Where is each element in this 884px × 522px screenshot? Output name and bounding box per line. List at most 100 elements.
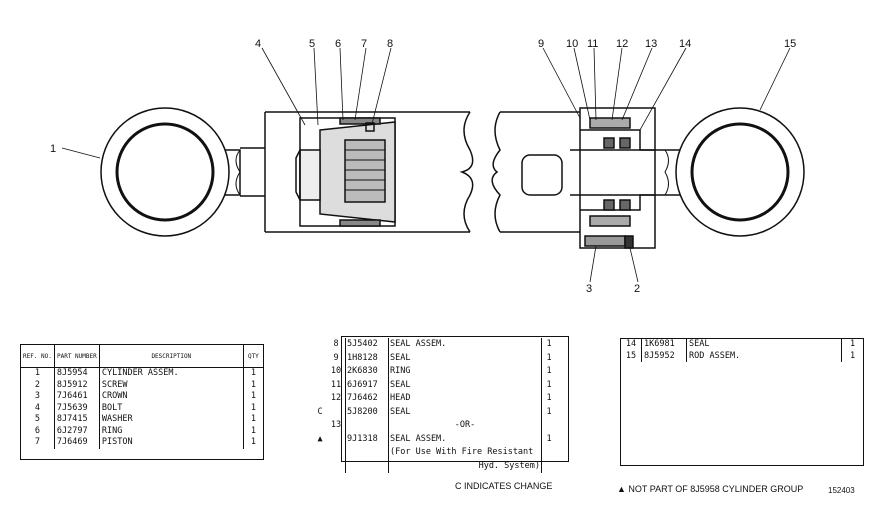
part-number: 7J6462 xyxy=(345,392,389,406)
qty xyxy=(541,419,556,433)
callout-2: 2 xyxy=(634,283,640,295)
description: RING xyxy=(98,425,244,437)
change-mark xyxy=(313,352,327,366)
qty xyxy=(541,459,556,473)
description: HEAD xyxy=(388,392,542,406)
part-number: 6J2797 xyxy=(53,425,100,437)
callout-4: 4 xyxy=(255,38,261,50)
table-row: Hyd. System) xyxy=(313,459,556,474)
change-mark xyxy=(313,392,327,406)
cylinder-exploded-diagram: 1 4 5 6 7 8 9 10 11 12 13 14 15 3 2 xyxy=(50,38,805,295)
col-desc-header: DESCRIPTION xyxy=(98,345,244,368)
ref-no: 11 xyxy=(330,379,342,390)
change-note: C INDICATES CHANGE xyxy=(455,481,553,491)
change-mark xyxy=(313,365,327,379)
description: SEAL xyxy=(686,339,842,351)
ref-no: 12 xyxy=(330,393,342,403)
part-number: 8J5954 xyxy=(53,367,100,380)
part-number: 5J5402 xyxy=(345,338,389,352)
description: CYLINDER ASSEM. xyxy=(98,367,244,380)
figure-number: 152403 xyxy=(828,486,855,495)
col-part-header: PART NUMBER xyxy=(53,345,100,368)
description: (For Use With Fire Resistant xyxy=(388,446,542,460)
part-number: 8J5912 xyxy=(53,379,100,391)
callout-6: 6 xyxy=(335,38,341,50)
change-mark xyxy=(313,419,327,433)
ref-no: 7 xyxy=(34,437,41,447)
qty: 1 xyxy=(242,425,263,437)
part-number: 7J6461 xyxy=(53,391,100,403)
change-mark xyxy=(313,460,327,474)
ref-no: 4 xyxy=(34,402,41,413)
ref-no: 5 xyxy=(34,414,41,424)
ref-no: 3 xyxy=(34,391,41,401)
part-number: 6J6917 xyxy=(345,378,389,392)
description: SEAL xyxy=(388,351,542,365)
callout-12: 12 xyxy=(616,38,628,50)
part-number: 5J8200 xyxy=(345,405,389,419)
part-number: 8J5952 xyxy=(641,350,687,362)
description: Hyd. System) xyxy=(388,459,542,473)
ref-no xyxy=(327,433,346,447)
table-row: (For Use With Fire Resistant xyxy=(313,446,556,460)
qty: 1 xyxy=(541,365,556,379)
table-row: 13 -OR- xyxy=(313,419,556,433)
change-mark xyxy=(313,379,327,393)
piston-rod xyxy=(570,149,680,196)
description: -OR- xyxy=(388,419,542,433)
description: CROWN xyxy=(98,391,244,403)
callout-15: 15 xyxy=(784,38,796,50)
ref-no: 14 xyxy=(625,339,637,349)
change-mark xyxy=(313,338,327,352)
description: RING xyxy=(388,365,542,379)
part-number xyxy=(345,459,389,473)
change-mark: C xyxy=(317,406,323,417)
description: SEAL xyxy=(388,405,542,419)
ref-no: 2 xyxy=(34,379,41,390)
callout-1: 1 xyxy=(50,143,56,155)
ref-no xyxy=(327,446,346,460)
ref-no: 8 xyxy=(333,339,339,349)
part-number: 9J1318 xyxy=(345,432,389,446)
right-rod-eye xyxy=(675,107,805,237)
qty: 1 xyxy=(541,405,556,419)
ref-no: 1 xyxy=(34,368,41,378)
col-ref-header: REF. NO. xyxy=(21,345,55,368)
part-number: 2K6830 xyxy=(345,365,389,379)
qty: 1 xyxy=(541,432,556,446)
ref-no: 13 xyxy=(330,420,342,430)
callout-8: 8 xyxy=(387,38,393,50)
part-number: 8J7415 xyxy=(53,414,100,426)
part-number xyxy=(345,446,389,460)
qty: 1 xyxy=(541,338,556,352)
ref-no xyxy=(327,406,346,420)
qty: 1 xyxy=(242,391,263,403)
callout-9: 9 xyxy=(538,38,544,50)
qty: 1 xyxy=(242,367,263,380)
description: SEAL ASSEM. xyxy=(388,338,542,352)
ref-no: 15 xyxy=(625,350,637,361)
callout-14: 14 xyxy=(679,38,691,50)
callout-3: 3 xyxy=(586,283,592,295)
description: SEAL xyxy=(388,378,542,392)
callout-11: 11 xyxy=(587,38,598,50)
callout-5: 5 xyxy=(309,38,315,50)
qty: 1 xyxy=(841,339,863,351)
qty: 1 xyxy=(541,392,556,406)
